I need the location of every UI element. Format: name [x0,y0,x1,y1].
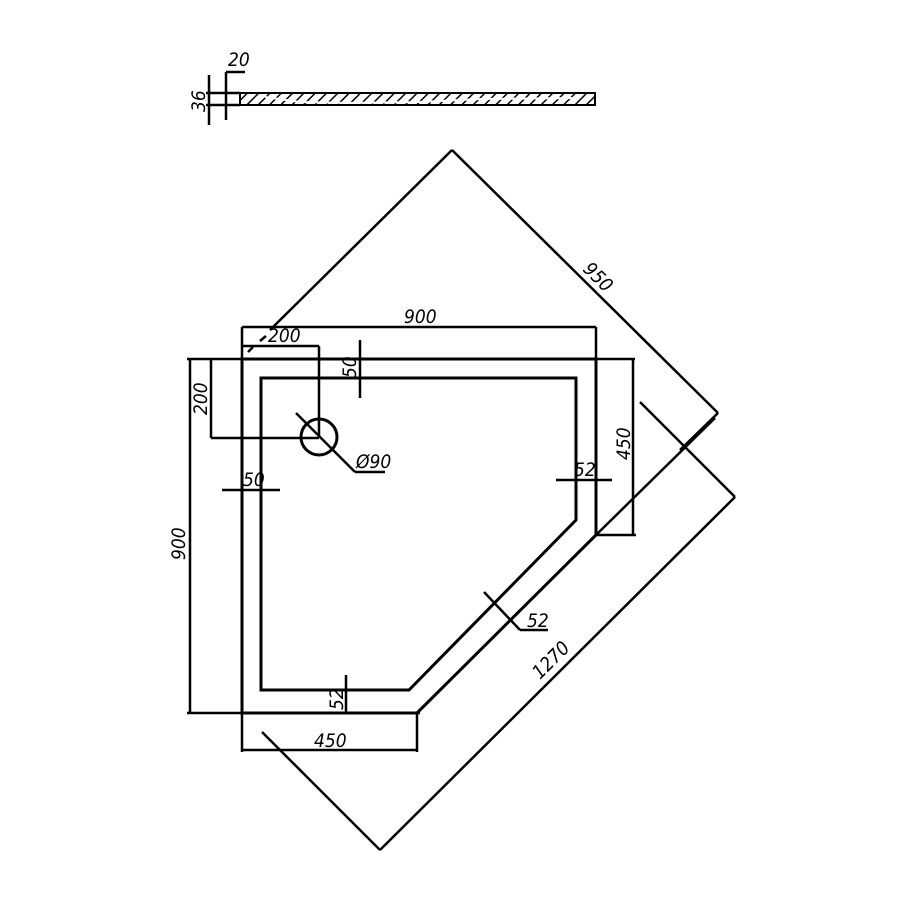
drain-offset-y-label: 200 [190,382,212,415]
diagonal-length-label: 1270 [528,637,574,683]
dimension-lines [187,149,736,851]
rim-left-label: 50 [243,469,265,491]
side-bottom-label: 450 [314,730,347,752]
side-right-label: 450 [613,427,635,460]
profile-rim-label: 20 [228,49,250,71]
diagonal-depth-label: 950 [578,258,617,297]
rim-right-label: 52 [574,459,596,481]
profile-height-label: 36 [188,90,210,112]
rim-bottom-label: 52 [326,688,348,710]
width-top-label: 900 [404,306,437,328]
rim-diagonal-label: 52 [527,610,549,632]
tray-inner-outline [259,376,578,692]
rim-top-label: 50 [339,356,361,378]
drain-offset-x-label: 200 [268,325,301,347]
drain-diameter-label: Ø90 [355,451,391,473]
side-profile: 36 20 [188,49,596,125]
height-left-label: 900 [168,527,190,560]
